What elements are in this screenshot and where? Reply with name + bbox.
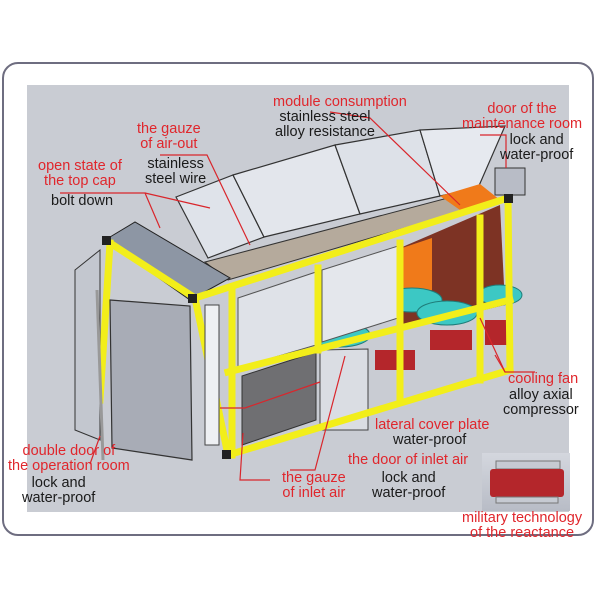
label-desc: lock and [509,132,564,148]
reactance-units [375,320,510,370]
label-title: double door of [22,443,116,459]
top-cap-panels [175,125,506,259]
label-gauze-inlet: the gauze of inlet air [282,471,346,501]
label-operation-door: double door of the operation room [8,444,130,474]
label-desc: lock and [31,475,86,491]
label-gauze-air-out: the gauze of air-out [137,122,201,152]
desc-lateral-cover: water-proof [393,432,467,448]
desc-operation-door: lock and water-proof [22,476,95,506]
label-desc: stainless [147,156,204,172]
label-title: maintenance room [462,116,583,132]
label-desc: water-proof [372,485,446,501]
lateral-cover-plate-2 [321,245,399,343]
label-title: the gauze [137,121,201,137]
label-title: military technology [462,510,583,526]
label-title: door of the [487,101,557,117]
label-title: the top cap [44,173,116,189]
reactance-inset-image [482,453,570,511]
label-desc: lock and [381,470,436,486]
label-title: of inlet air [282,485,346,501]
desc-maintenance-door: lock and water-proof [500,133,573,163]
label-title: of air-out [140,136,198,152]
corner-castings [102,194,513,459]
label-cooling-fan: cooling fan [508,371,579,387]
inlet-air-door[interactable] [319,348,369,431]
label-title: the operation room [8,458,130,474]
label-desc: alloy resistance [275,124,375,140]
desc-cooling-fan: alloy axial compressor [503,388,579,418]
label-desc: alloy axial [509,387,573,403]
label-desc: stainless steel [279,109,371,125]
label-desc: compressor [503,402,579,418]
desc-module: stainless steel alloy resistance [275,110,375,140]
ladder [204,304,220,446]
label-desc: water-proof [500,147,574,163]
label-desc: steel wire [145,171,207,187]
label-desc: water-proof [22,490,96,506]
inlet-air-gauze [241,351,317,446]
maintenance-door[interactable] [494,167,526,196]
label-reactance: military technology of the reactance [462,511,582,541]
desc-top-cap: bolt down [51,193,114,209]
label-lateral-cover: lateral cover plate [375,417,490,433]
label-top-cap: open state of the top cap [38,159,122,189]
leader-lines [60,111,535,481]
desc-inlet-door: lock and water-proof [372,471,445,501]
orange-mesh [402,238,432,300]
label-maintenance-door: door of the maintenance room [462,102,582,132]
label-title: open state of [38,158,122,174]
label-title: of the reactance [470,525,575,541]
label-module: module consumption [273,94,407,110]
label-inlet-door: the door of inlet air [348,452,469,468]
operation-room-door[interactable] [109,299,193,461]
label-title: the gauze [282,470,346,486]
desc-gauze-air-out: stainless steel wire [145,157,206,187]
